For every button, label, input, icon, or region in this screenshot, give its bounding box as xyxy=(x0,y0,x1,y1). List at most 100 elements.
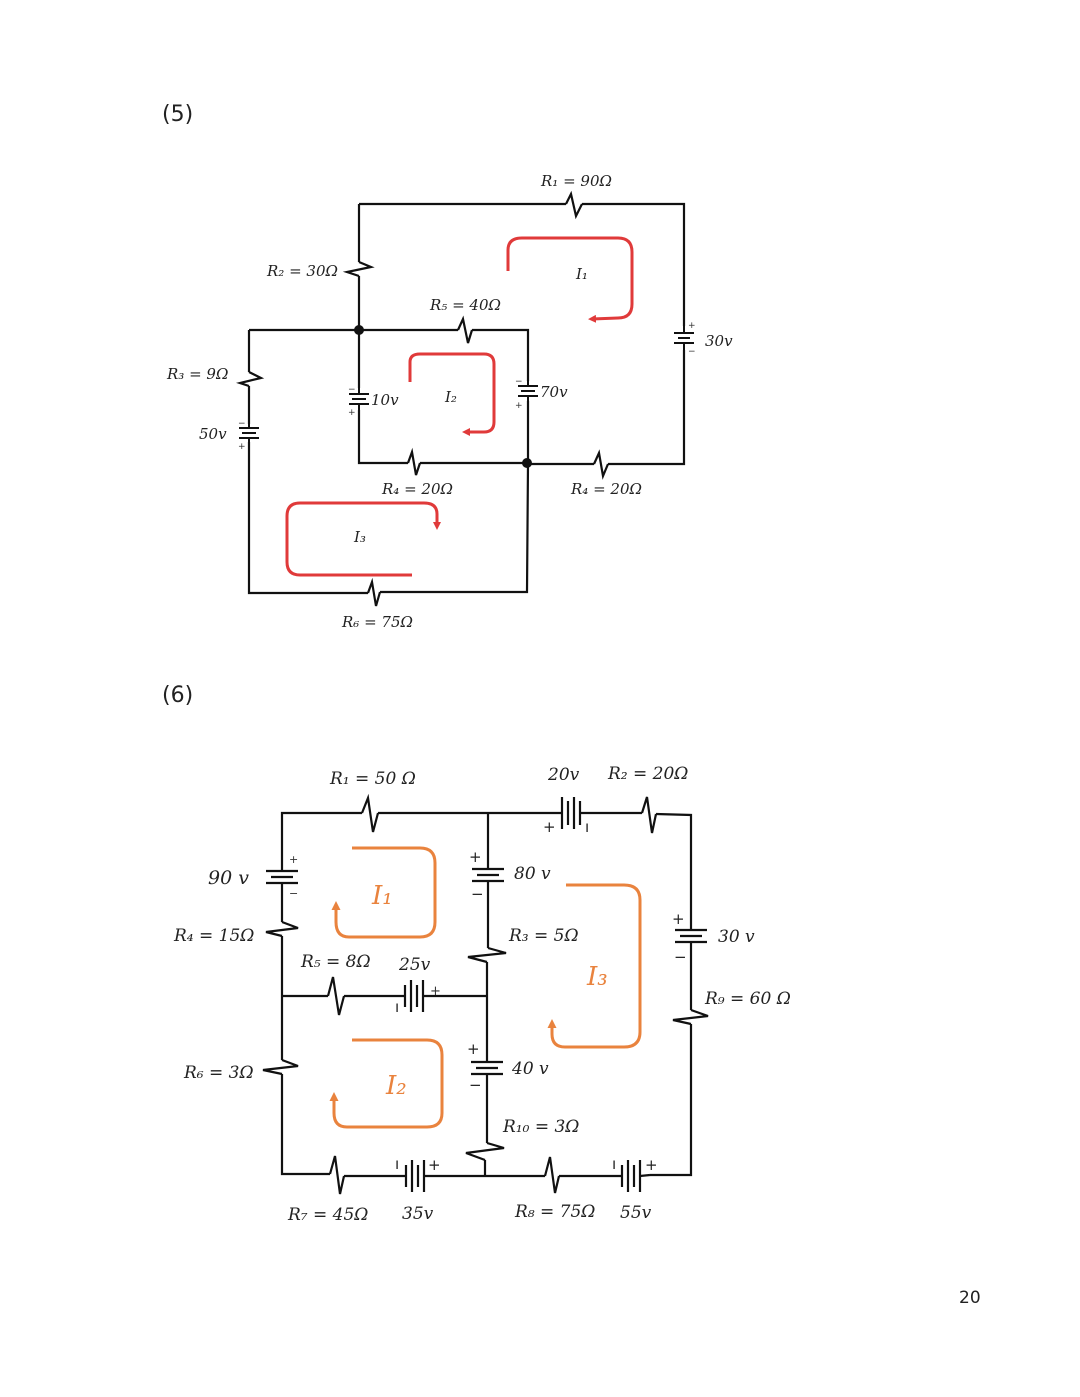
plus-sign: + xyxy=(428,1156,441,1174)
resistor-r5 xyxy=(456,315,474,344)
circuit-5: + − − + − + − + xyxy=(166,172,733,631)
loop-arrow-i3 xyxy=(285,501,441,577)
resistor-r5 xyxy=(326,976,346,1016)
label-r1: R₁ = 50 Ω xyxy=(329,769,416,789)
label-50v: 50v xyxy=(199,425,227,443)
label-70v: 70v xyxy=(540,383,568,401)
plus-sign: + xyxy=(430,984,441,999)
battery-25v: ı + xyxy=(395,980,441,1016)
plus-sign: + xyxy=(543,818,556,836)
label-r4b: R₄ = 20Ω xyxy=(570,480,642,498)
minus-sign: − xyxy=(348,385,356,395)
minus-sign: − xyxy=(674,948,687,966)
resistor-r4a xyxy=(406,447,422,476)
label-r2: R₂ = 30Ω xyxy=(266,262,338,280)
plus-sign: + xyxy=(238,442,246,452)
label-r5: R₅ = 40Ω xyxy=(429,296,501,314)
page-number: 20 xyxy=(959,1288,981,1308)
battery-55v: ı + xyxy=(612,1155,658,1192)
resistor-r3 xyxy=(235,371,265,388)
label-r5: R₅ = 8Ω xyxy=(300,952,371,972)
label-r6: R₆ = 3Ω xyxy=(183,1063,254,1083)
minus-sign: − xyxy=(238,419,246,429)
resistor-r1 xyxy=(565,190,583,220)
label-r7: R₇ = 45Ω xyxy=(287,1205,368,1225)
loop-arrow-i3 xyxy=(547,883,642,1049)
junction-node xyxy=(354,325,364,335)
wire xyxy=(650,1024,693,1177)
minus-sign: − xyxy=(471,885,484,903)
minus-sign: ı xyxy=(395,998,399,1016)
battery-70v: − + xyxy=(515,377,538,411)
current-label-i3: I₃ xyxy=(586,962,608,992)
circuit-6: + − + − + − + − xyxy=(173,764,791,1225)
wire xyxy=(247,442,368,595)
resistor-r7 xyxy=(328,1155,346,1195)
wire xyxy=(655,812,693,924)
label-40v: 40 v xyxy=(511,1059,549,1079)
battery-50v: − + xyxy=(238,419,259,452)
current-label-i2: I₂ xyxy=(385,1071,407,1101)
plus-sign: + xyxy=(672,910,685,928)
plus-sign: + xyxy=(688,321,696,331)
resistor-r6 xyxy=(366,577,382,607)
plus-sign: + xyxy=(515,401,523,411)
minus-sign: − xyxy=(469,1076,482,1094)
resistor-r4 xyxy=(265,920,299,938)
current-label-i1: I₁ xyxy=(575,265,588,283)
plus-sign: + xyxy=(469,848,482,866)
label-r3: R₃ = 9Ω xyxy=(166,365,228,383)
label-30v: 30 v xyxy=(718,927,755,947)
resistor-r8 xyxy=(543,1156,561,1194)
wire xyxy=(472,328,530,381)
current-label-i3: I₃ xyxy=(353,528,366,546)
resistor-r9 xyxy=(672,1008,709,1026)
minus-sign: ı xyxy=(612,1155,616,1173)
minus-sign: − xyxy=(289,887,298,900)
minus-sign: − xyxy=(688,347,696,357)
problem-5-label: (5) xyxy=(162,102,194,127)
plus-sign: + xyxy=(289,853,298,866)
label-r8: R₈ = 75Ω xyxy=(514,1202,595,1222)
resistor-r1 xyxy=(360,793,380,833)
label-r4a: R₄ = 20Ω xyxy=(381,480,453,498)
label-25v: 25v xyxy=(398,955,431,975)
label-20v: 20v xyxy=(547,765,580,785)
loop-arrow-i2 xyxy=(408,352,496,436)
resistor-r2 xyxy=(640,796,658,834)
wire xyxy=(357,410,408,465)
label-30v: 30v xyxy=(705,332,733,350)
resistor-r10 xyxy=(465,1141,505,1162)
plus-sign: + xyxy=(348,408,356,418)
wire xyxy=(639,1173,651,1178)
label-r9: R₉ = 60 Ω xyxy=(704,989,791,1009)
label-r6: R₆ = 75Ω xyxy=(341,613,413,631)
label-r1: R₁ = 90Ω xyxy=(540,172,612,190)
loop-arrow-i1 xyxy=(331,846,437,939)
label-10v: 10v xyxy=(371,391,399,409)
resistor-r2 xyxy=(342,260,375,278)
battery-20v: + ı xyxy=(543,797,589,836)
battery-80v: + − xyxy=(469,848,504,903)
label-r3: R₃ = 5Ω xyxy=(508,926,579,946)
battery-30v: + − xyxy=(672,910,707,966)
plus-sign: + xyxy=(467,1040,480,1058)
battery-10v: − + xyxy=(348,385,369,418)
label-55v: 55v xyxy=(620,1203,652,1223)
label-r2: R₂ = 20Ω xyxy=(607,764,688,784)
resistor-r6 xyxy=(262,1058,299,1076)
wire xyxy=(608,350,686,466)
label-r4: R₄ = 15Ω xyxy=(173,926,254,946)
wire xyxy=(380,401,530,594)
label-35v: 35v xyxy=(402,1204,434,1224)
minus-sign: − xyxy=(515,377,523,387)
battery-35v: ı + xyxy=(395,1155,441,1192)
label-90v: 90 v xyxy=(208,867,249,889)
label-r10: R₁₀ = 3Ω xyxy=(502,1117,579,1137)
wire xyxy=(582,202,686,326)
problem-6-label: (6) xyxy=(162,683,194,708)
junction-node xyxy=(522,458,532,468)
wire xyxy=(280,811,362,866)
current-label-i1: I₁ xyxy=(371,881,393,911)
